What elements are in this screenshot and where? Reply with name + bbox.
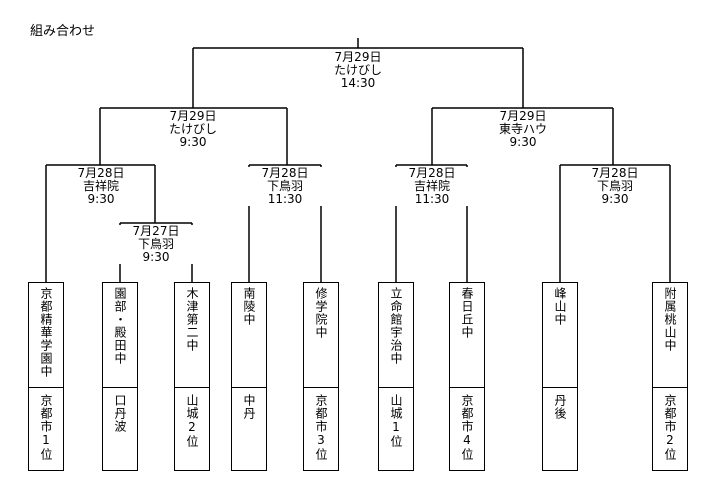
match-venue: 下鳥羽 [596,179,633,193]
match-date: 7月28日 [591,166,639,180]
match-venue: 東寺ハウ [498,122,547,136]
team-box: 京都精華学園中 京都市1位 [28,282,64,471]
match-qf2: 7月28日 下鳥羽 11:30 [240,167,330,206]
match-time: 9:30 [509,135,537,149]
team-name: 南陵中 [232,283,266,388]
team-region: 口丹波 [113,394,127,433]
match-semi-left: 7月29日 たけびし 9:30 [148,110,238,149]
match-time: 11:30 [267,192,303,206]
match-time: 11:30 [414,192,450,206]
team-region: 山城1位 [389,394,403,448]
match-date: 7月28日 [261,166,309,180]
match-time: 9:30 [601,192,629,206]
match-qf1: 7月28日 吉祥院 9:30 [56,167,146,206]
team-name: 京都精華学園中 [29,283,63,388]
team-box: 修学院中 京都市3位 [303,282,339,471]
match-time: 9:30 [179,135,207,149]
match-time: 14:30 [340,76,376,90]
team-box: 南陵中 中丹 [231,282,267,471]
team-name: 修学院中 [304,283,338,388]
match-venue: 吉祥院 [413,179,450,193]
match-semi-right: 7月29日 東寺ハウ 9:30 [478,110,568,149]
match-r1: 7月27日 下鳥羽 9:30 [111,225,201,264]
match-venue: 吉祥院 [82,179,119,193]
match-date: 7月28日 [408,166,456,180]
match-date: 7月29日 [499,109,547,123]
team-name: 峰山中 [543,283,577,388]
team-name: 立命館宇治中 [379,283,413,388]
team-box: 峰山中 丹後 [542,282,578,471]
team-region: 山城2位 [185,394,199,448]
page-title: 組み合わせ [30,24,96,39]
match-venue: 下鳥羽 [266,179,303,193]
match-date: 7月27日 [132,224,180,238]
match-qf3: 7月28日 吉祥院 11:30 [387,167,477,206]
match-date: 7月29日 [334,50,382,64]
match-venue: 下鳥羽 [137,237,174,251]
team-name: 春日丘中 [450,283,484,388]
team-box: 木津第二中 山城2位 [174,282,210,471]
team-region: 丹後 [553,394,567,420]
team-box: 春日丘中 京都市4位 [449,282,485,471]
team-region: 京都市4位 [460,394,474,461]
team-region: 京都市3位 [314,394,328,461]
team-name: 園部・殿田中 [103,283,137,388]
match-venue: たけびし [168,122,217,136]
team-region: 中丹 [242,394,256,420]
team-region: 京都市2位 [663,394,677,461]
team-box: 園部・殿田中 口丹波 [102,282,138,471]
match-final: 7月29日 たけびし 14:30 [313,51,403,90]
match-qf4: 7月28日 下鳥羽 9:30 [570,167,660,206]
team-box: 附属桃山中 京都市2位 [652,282,688,471]
match-venue: たけびし [333,63,382,77]
match-time: 9:30 [87,192,115,206]
team-name: 木津第二中 [175,283,209,388]
match-time: 9:30 [142,250,170,264]
team-box: 立命館宇治中 山城1位 [378,282,414,471]
match-date: 7月29日 [169,109,217,123]
team-region: 京都市1位 [39,394,53,461]
match-date: 7月28日 [77,166,125,180]
team-name: 附属桃山中 [653,283,687,388]
